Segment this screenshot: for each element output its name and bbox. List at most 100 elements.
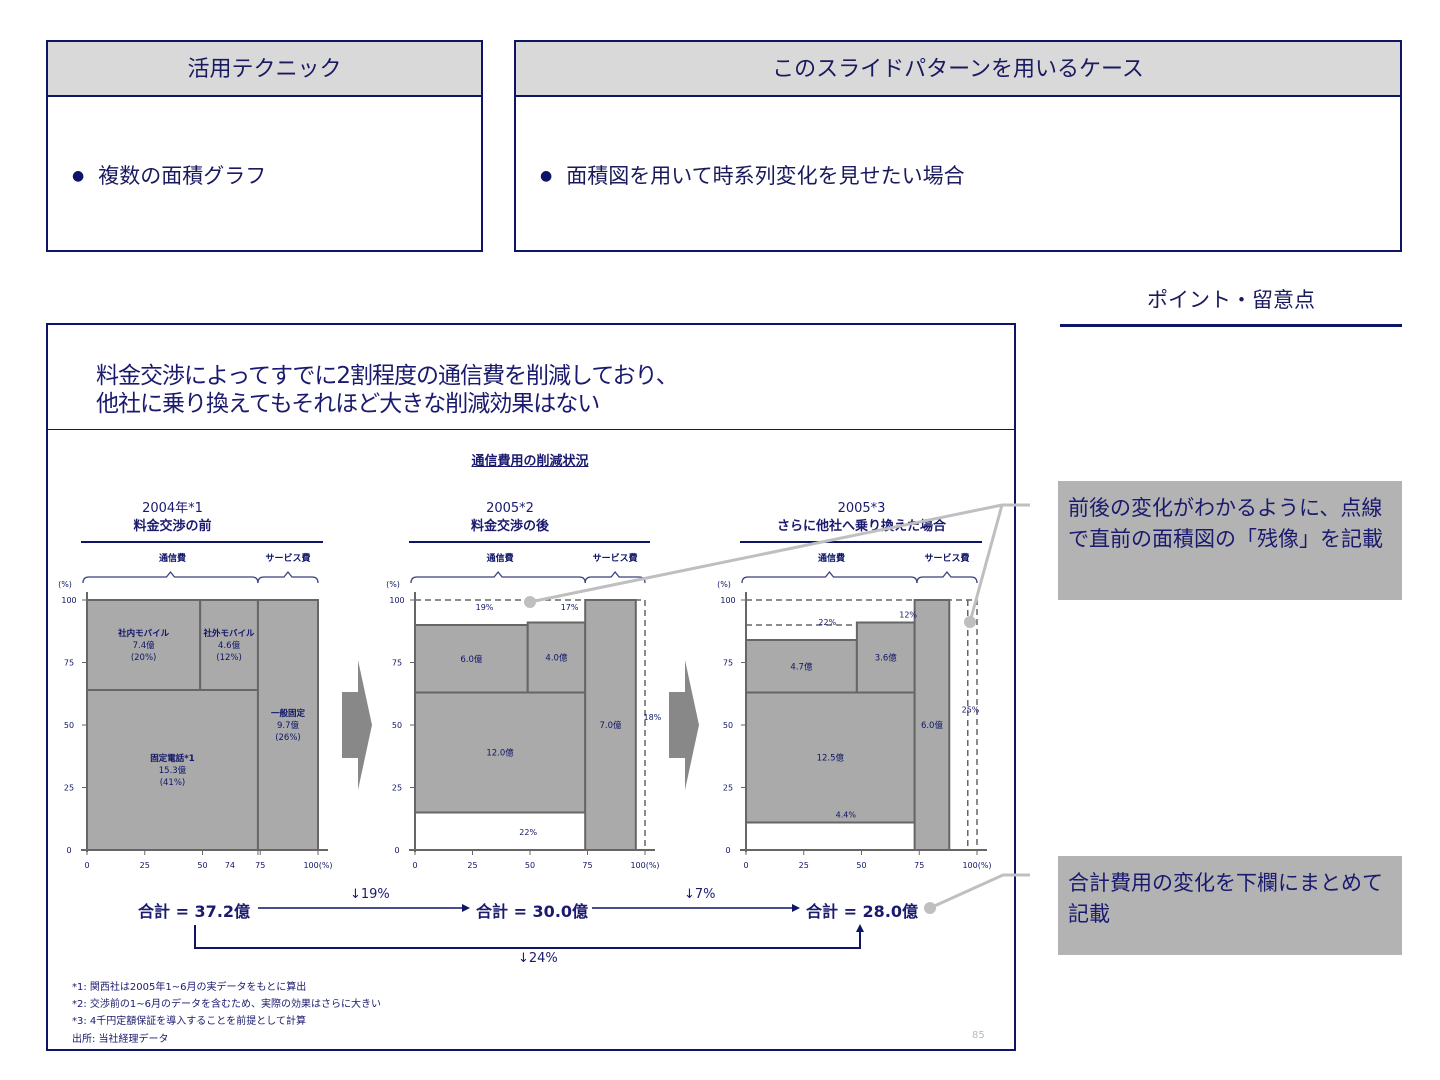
reduction-label: 25%: [962, 706, 980, 715]
x-tick-label: 25: [467, 861, 477, 870]
group-label-telecom: 通信費: [159, 552, 186, 564]
segment-label: 4.6億: [218, 640, 241, 651]
y-axis-unit: (%): [58, 580, 72, 589]
segment-label: 15.3億: [159, 765, 187, 776]
y-tick-label: 100: [720, 596, 735, 605]
group-label-telecom: 通信費: [818, 552, 845, 564]
change-2: ↓7%: [684, 887, 716, 902]
x-tick-label: 25: [799, 861, 809, 870]
segment-label: 7.4億: [133, 640, 156, 651]
footnote-3: *3: 4千円定額保証を導入することを前提として計算: [72, 1016, 306, 1027]
area-segment: [526, 621, 587, 694]
x-tick-label: 74: [225, 861, 235, 870]
y-tick-label: 0: [725, 846, 730, 855]
segment-label: 7.0億: [599, 720, 622, 731]
x-tick-label: 75: [255, 861, 265, 870]
chart-subtitle: さらに他社へ乗り換えた場合: [776, 519, 946, 534]
change-total: ↓24%: [518, 951, 558, 966]
y-tick-label: 75: [64, 659, 74, 668]
points-title: ポイント・留意点: [1060, 284, 1402, 327]
y-tick-label: 100: [389, 596, 404, 605]
y-tick-label: 50: [64, 721, 74, 730]
group-label-service: サービス費: [593, 552, 638, 564]
use-case-bullet: 面積図を用いて時系列変化を見せたい場合: [540, 160, 964, 190]
footnote-2: *2: 交渉前の1~6月のデータを含むため、実際の効果はさらに大きい: [72, 999, 382, 1010]
page-number: 85: [972, 1030, 985, 1041]
reduction-label: 22%: [818, 618, 836, 627]
total-2005-switch: 合計 = 28.0億: [806, 902, 919, 921]
reduction-label: 12%: [899, 611, 917, 620]
chart-year: 2004年*1: [142, 501, 203, 516]
x-tick-label: 50: [856, 861, 866, 870]
area-segment: [745, 691, 916, 824]
brace: [82, 570, 259, 584]
slide-frame: [46, 323, 1016, 1051]
segment-label: 3.6億: [875, 653, 898, 664]
note-totals: 合計費用の変化を下欄にまとめて記載: [1058, 856, 1402, 955]
x-tick-label: 0: [84, 861, 89, 870]
right-arrow-icon: [669, 660, 699, 790]
chart-year: 2005*3: [837, 501, 886, 516]
segment-label: 4.0億: [545, 653, 568, 664]
chart-year: 2005*2: [486, 501, 534, 516]
total-flow-arrow: [194, 925, 861, 949]
chart-title: 2005*3 さらに他社へ乗り換えた場合: [752, 500, 972, 536]
area-segment: [199, 599, 259, 691]
x-tick-label: 100(%): [630, 861, 659, 870]
x-tick-label: 75: [582, 861, 592, 870]
callout-dot: [964, 616, 976, 628]
divider: [48, 429, 1014, 430]
y-tick-label: 75: [392, 659, 402, 668]
segment-label: (12%): [216, 653, 242, 663]
callout-dot: [924, 902, 936, 914]
chart-subtitle: 料金交渉の前: [133, 519, 212, 534]
x-tick-label: 25: [140, 861, 150, 870]
group-label-service: サービス費: [924, 552, 969, 564]
y-tick-label: 0: [66, 846, 71, 855]
area-segment: [584, 599, 637, 851]
x-tick-label: 50: [197, 861, 207, 870]
brace: [410, 570, 586, 584]
reduction-label: 4.4%: [836, 811, 857, 820]
x-tick-label: 0: [412, 861, 417, 870]
y-tick-label: 25: [392, 784, 402, 793]
callout-line: [968, 504, 1004, 623]
total-2004: 合計 = 37.2億: [138, 902, 251, 921]
area-segment: [855, 621, 916, 694]
area-segment: [414, 624, 529, 694]
segment-label: 12.5億: [817, 753, 845, 764]
segment-label: 一般固定: [271, 708, 306, 719]
area-segment: [745, 639, 858, 694]
arrow-head-icon: [792, 904, 800, 912]
brace: [741, 570, 918, 584]
arrow-head-icon: [856, 924, 864, 932]
total-2005-after: 合計 = 30.0億: [476, 902, 589, 921]
y-tick-label: 75: [723, 659, 733, 668]
y-tick-label: 0: [394, 846, 399, 855]
x-tick-label: 0: [743, 861, 748, 870]
segment-label: 6.0億: [921, 720, 944, 731]
segment-label: 6.0億: [460, 654, 483, 665]
segment-label: (26%): [275, 733, 301, 743]
slide-title-line1: 料金交渉によってすでに2割程度の通信費を削減しており、: [96, 363, 679, 389]
chart-heading: 通信費用の削減状況: [471, 454, 589, 469]
area-segment: [256, 599, 320, 851]
technique-header: 活用テクニック: [48, 42, 481, 97]
right-arrow-icon: [342, 660, 372, 790]
y-tick-label: 50: [392, 721, 402, 730]
arrow-head-icon: [462, 904, 470, 912]
y-tick-label: 100: [61, 596, 76, 605]
x-tick-label: 75: [914, 861, 924, 870]
segment-label: 4.7億: [790, 661, 813, 672]
group-label-telecom: 通信費: [487, 552, 514, 564]
y-tick-label: 25: [64, 784, 74, 793]
segment-label: (20%): [131, 653, 157, 663]
source: 出所: 当社経理データ: [72, 1034, 169, 1045]
x-tick-label: 100(%): [962, 861, 991, 870]
reduction-label: 17%: [561, 603, 579, 612]
segment-label: 12.0億: [486, 748, 514, 759]
reduction-label: 19%: [476, 603, 494, 612]
chart-subtitle: 料金交渉の後: [470, 519, 549, 534]
y-tick-label: 50: [723, 721, 733, 730]
area-segment: [86, 689, 259, 851]
